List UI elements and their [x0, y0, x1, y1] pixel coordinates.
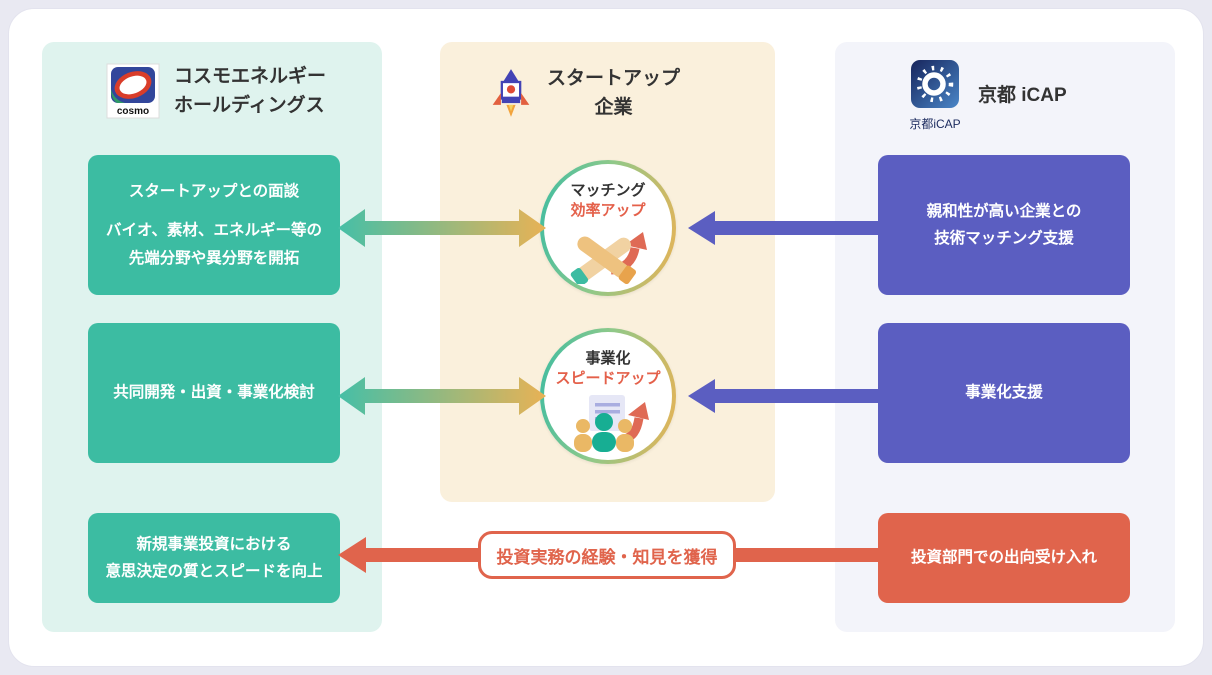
org-title-startup-line2: 企業: [594, 97, 633, 119]
org-title-cosmo: コスモエネルギー ホールディングス: [174, 62, 326, 121]
cosmo-box-meetings: スタートアップとの面談 バイオ、素材、エネルギー等の 先端分野や異分野を開拓: [88, 155, 340, 295]
icap-logo-icon: 京都iCAP: [909, 60, 961, 131]
cosmo-box-meetings-line1: バイオ、素材、エネルギー等の: [105, 222, 323, 240]
circle-matching-line2: 効率アップ: [570, 202, 646, 220]
circle-business-speed-inner: 事業化 スピードアップ: [544, 332, 672, 460]
header-icap: 京都iCAP 京都 iCAP: [906, 58, 1067, 134]
icap-box-secondment-title: 投資部門での出向受け入れ: [910, 549, 1097, 567]
arrow-gradient-row2: [338, 377, 546, 415]
header-startup: スタートアップ 企業: [489, 64, 680, 123]
arrow-gradient-row1: [338, 209, 546, 247]
icap-box-matching-line1: 親和性が高い企業との: [926, 202, 1082, 220]
circle-business-line1: 事業化: [585, 350, 631, 367]
cosmo-box-investment-line2: 意思決定の質とスピードを向上: [105, 563, 323, 580]
icap-logo-text: 京都iCAP: [909, 117, 960, 131]
cosmo-logo-text: cosmo: [117, 106, 149, 117]
cosmo-box-meetings-title: スタートアップとの面談: [128, 183, 300, 201]
org-title-cosmo-line2: ホールディングス: [174, 95, 325, 117]
cosmo-box-codev-title: 共同開発・出資・事業化検討: [113, 384, 315, 402]
org-title-startup: スタートアップ 企業: [547, 64, 680, 123]
cosmo-box-codev: 共同開発・出資・事業化検討: [88, 323, 340, 463]
circle-matching-line1: マッチング: [570, 182, 646, 199]
cosmo-box-meetings-line2: 先端分野や異分野を開拓: [128, 249, 300, 267]
icap-box-business: 事業化支援: [878, 323, 1130, 463]
bottom-label-experience: 投資実務の経験・知見を獲得: [478, 531, 736, 579]
circle-matching: マッチング 効率アップ: [540, 160, 676, 296]
icap-box-matching: 親和性が高い企業との 技術マッチング支援: [878, 155, 1130, 295]
document-people-icon: [574, 394, 649, 452]
cosmo-box-investment-line1: 新規事業投資における: [136, 535, 292, 553]
arrow-purple-row1: [688, 211, 883, 245]
rocket-icon: [492, 69, 530, 118]
cosmo-box-investment: 新規事業投資における 意思決定の質とスピードを向上: [88, 513, 340, 603]
arrow-purple-row2: [688, 379, 883, 413]
circle-matching-inner: マッチング 効率アップ: [544, 164, 672, 292]
circle-business-speed: 事業化 スピードアップ: [540, 328, 676, 464]
org-title-cosmo-line1: コスモエネルギー: [174, 66, 327, 87]
icap-box-secondment: 投資部門での出向受け入れ: [878, 513, 1130, 603]
header-cosmo: cosmo コスモエネルギー ホールディングス: [106, 62, 326, 121]
org-title-icap: 京都 iCAP: [978, 85, 1067, 107]
handshake-icon: [570, 231, 647, 284]
cosmo-logo-icon: cosmo: [106, 63, 160, 119]
org-title-startup-line1: スタートアップ: [547, 68, 681, 89]
icap-box-matching-line2: 技術マッチング支援: [934, 230, 1074, 247]
circle-business-line2: スピードアップ: [555, 370, 661, 388]
icap-box-business-title: 事業化支援: [965, 384, 1043, 402]
